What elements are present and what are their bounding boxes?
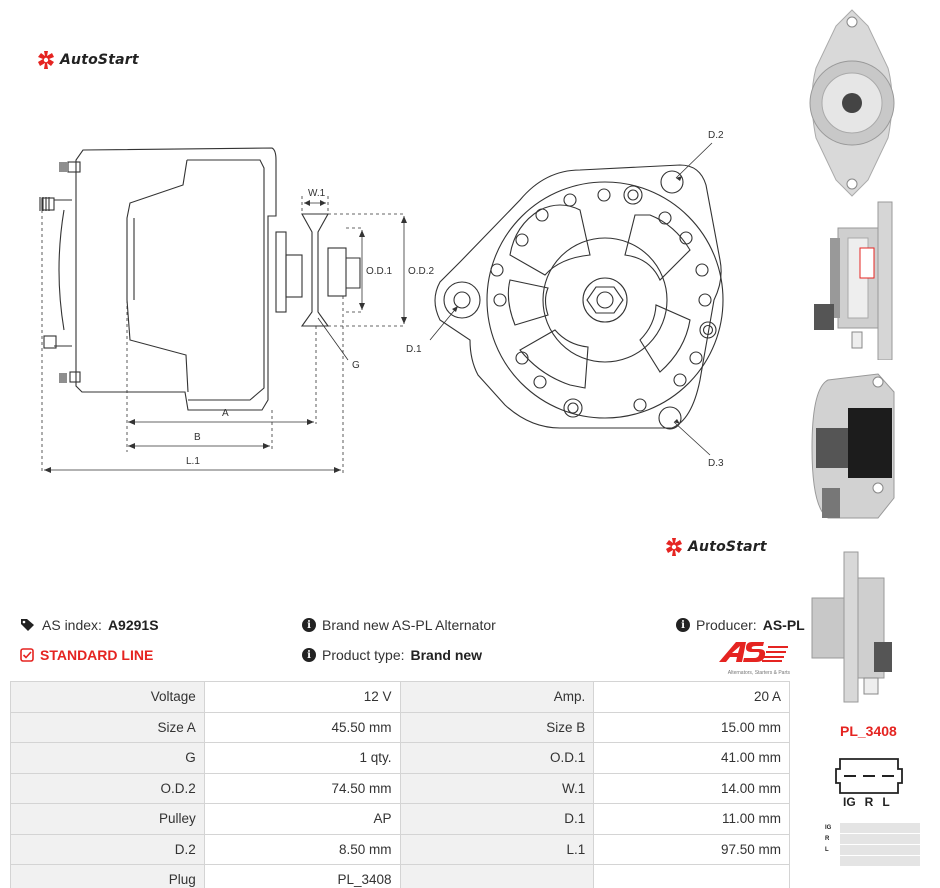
spec-label: L.1	[399, 833, 595, 865]
label-od1: O.D.1	[366, 266, 393, 277]
spec-value: 11.00 mm	[593, 803, 790, 835]
label-w1: W.1	[308, 188, 326, 199]
brand-name: AutoStart	[688, 539, 767, 555]
as-index-label: AS index:	[42, 617, 102, 633]
description: i Brand new AS-PL Alternator	[302, 617, 496, 633]
label-d1: D.1	[406, 344, 422, 355]
pin-row-key: R	[825, 836, 830, 842]
plug-pin-r: R	[864, 795, 874, 809]
spec-label	[399, 864, 595, 888]
spec-label: Pulley	[10, 803, 205, 835]
spec-label: Plug	[10, 864, 205, 888]
spec-label: D.2	[10, 833, 205, 865]
producer-logo: Alternators, Starters & Parts	[716, 640, 790, 676]
label-d3: D.3	[708, 458, 724, 469]
as-pl-logo-icon	[719, 642, 788, 662]
product-photo-side[interactable]	[808, 198, 896, 360]
spec-value: 12 V	[203, 681, 401, 713]
standard-line-label: STANDARD LINE	[40, 647, 154, 663]
producer-label: Producer:	[696, 617, 757, 633]
pin-row: L	[820, 845, 920, 855]
spec-label: O.D.2	[10, 772, 205, 804]
pin-row	[820, 856, 920, 866]
spec-value: 8.50 mm	[203, 833, 401, 865]
producer-tagline: Alternators, Starters & Parts	[727, 670, 790, 676]
check-square-icon	[20, 648, 34, 662]
label-b: B	[194, 432, 201, 443]
spec-label: G	[10, 742, 205, 774]
spec-value: PL_3408	[203, 864, 401, 888]
spec-label: Size B	[399, 711, 595, 743]
pin-row-key: IG	[825, 825, 832, 831]
pin-row: IG	[820, 823, 920, 833]
spec-value: 97.50 mm	[593, 833, 790, 865]
plug-pin-l: L	[882, 795, 890, 809]
description-text: Brand new AS-PL Alternator	[322, 617, 496, 633]
info-circle-icon: i	[302, 648, 316, 662]
spec-label: W.1	[399, 772, 595, 804]
info-circle-icon: i	[302, 618, 316, 632]
plug-pin-ig: IG	[843, 795, 856, 809]
spec-value	[593, 864, 790, 888]
spec-value: 41.00 mm	[593, 742, 790, 774]
spec-label: Size A	[10, 711, 205, 743]
spec-value: 1 qty.	[203, 742, 401, 774]
spec-value: 20 A	[593, 681, 790, 713]
spec-label: D.1	[399, 803, 595, 835]
info-circle-icon: i	[676, 618, 690, 632]
product-type: i Product type: Brand new	[302, 647, 482, 663]
standard-line: STANDARD LINE	[20, 647, 153, 663]
label-od2: O.D.2	[408, 266, 435, 277]
tag-icon	[21, 619, 34, 631]
spec-label: Amp.	[399, 681, 595, 713]
pin-row: R	[820, 834, 920, 844]
product-photo-front[interactable]	[808, 368, 896, 528]
product-type-value: Brand new	[410, 647, 483, 663]
product-photo-top[interactable]	[808, 548, 896, 708]
plug-connector-icon	[835, 758, 903, 794]
spec-value: 45.50 mm	[203, 711, 401, 743]
plug-pin-labels: IG R L	[843, 795, 890, 809]
brand-mark-icon	[666, 538, 682, 556]
producer: i Producer: AS-PL	[676, 617, 805, 633]
plug-pin-table: IG R L	[820, 823, 920, 867]
product-photo-rear[interactable]	[808, 8, 896, 198]
spec-label: Voltage	[10, 681, 205, 713]
brand-logo-bottom: AutoStart	[664, 537, 767, 557]
brand-name: AutoStart	[60, 52, 139, 68]
as-index-value: A9291S	[107, 617, 159, 633]
spec-value: AP	[203, 803, 401, 835]
brand-mark-icon	[38, 51, 54, 69]
product-type-label: Product type:	[322, 647, 405, 663]
pin-row-key: L	[825, 847, 829, 853]
label-l1: L.1	[186, 456, 200, 467]
spec-label: O.D.1	[399, 742, 595, 774]
label-g: G	[352, 360, 360, 371]
producer-value: AS-PL	[762, 617, 805, 633]
plug-code: PL_3408	[840, 723, 897, 739]
technical-drawing: W.1 O.D.1 O.D.2 G A B L.1 D.1 D.2 D.3	[39, 130, 724, 474]
label-d2: D.2	[708, 130, 724, 141]
spec-value: 74.50 mm	[203, 772, 401, 804]
label-a: A	[222, 408, 229, 419]
spec-value: 15.00 mm	[593, 711, 790, 743]
spec-value: 14.00 mm	[593, 772, 790, 804]
as-index: AS index: A9291S	[20, 617, 159, 633]
brand-logo-top: AutoStart	[36, 50, 139, 70]
